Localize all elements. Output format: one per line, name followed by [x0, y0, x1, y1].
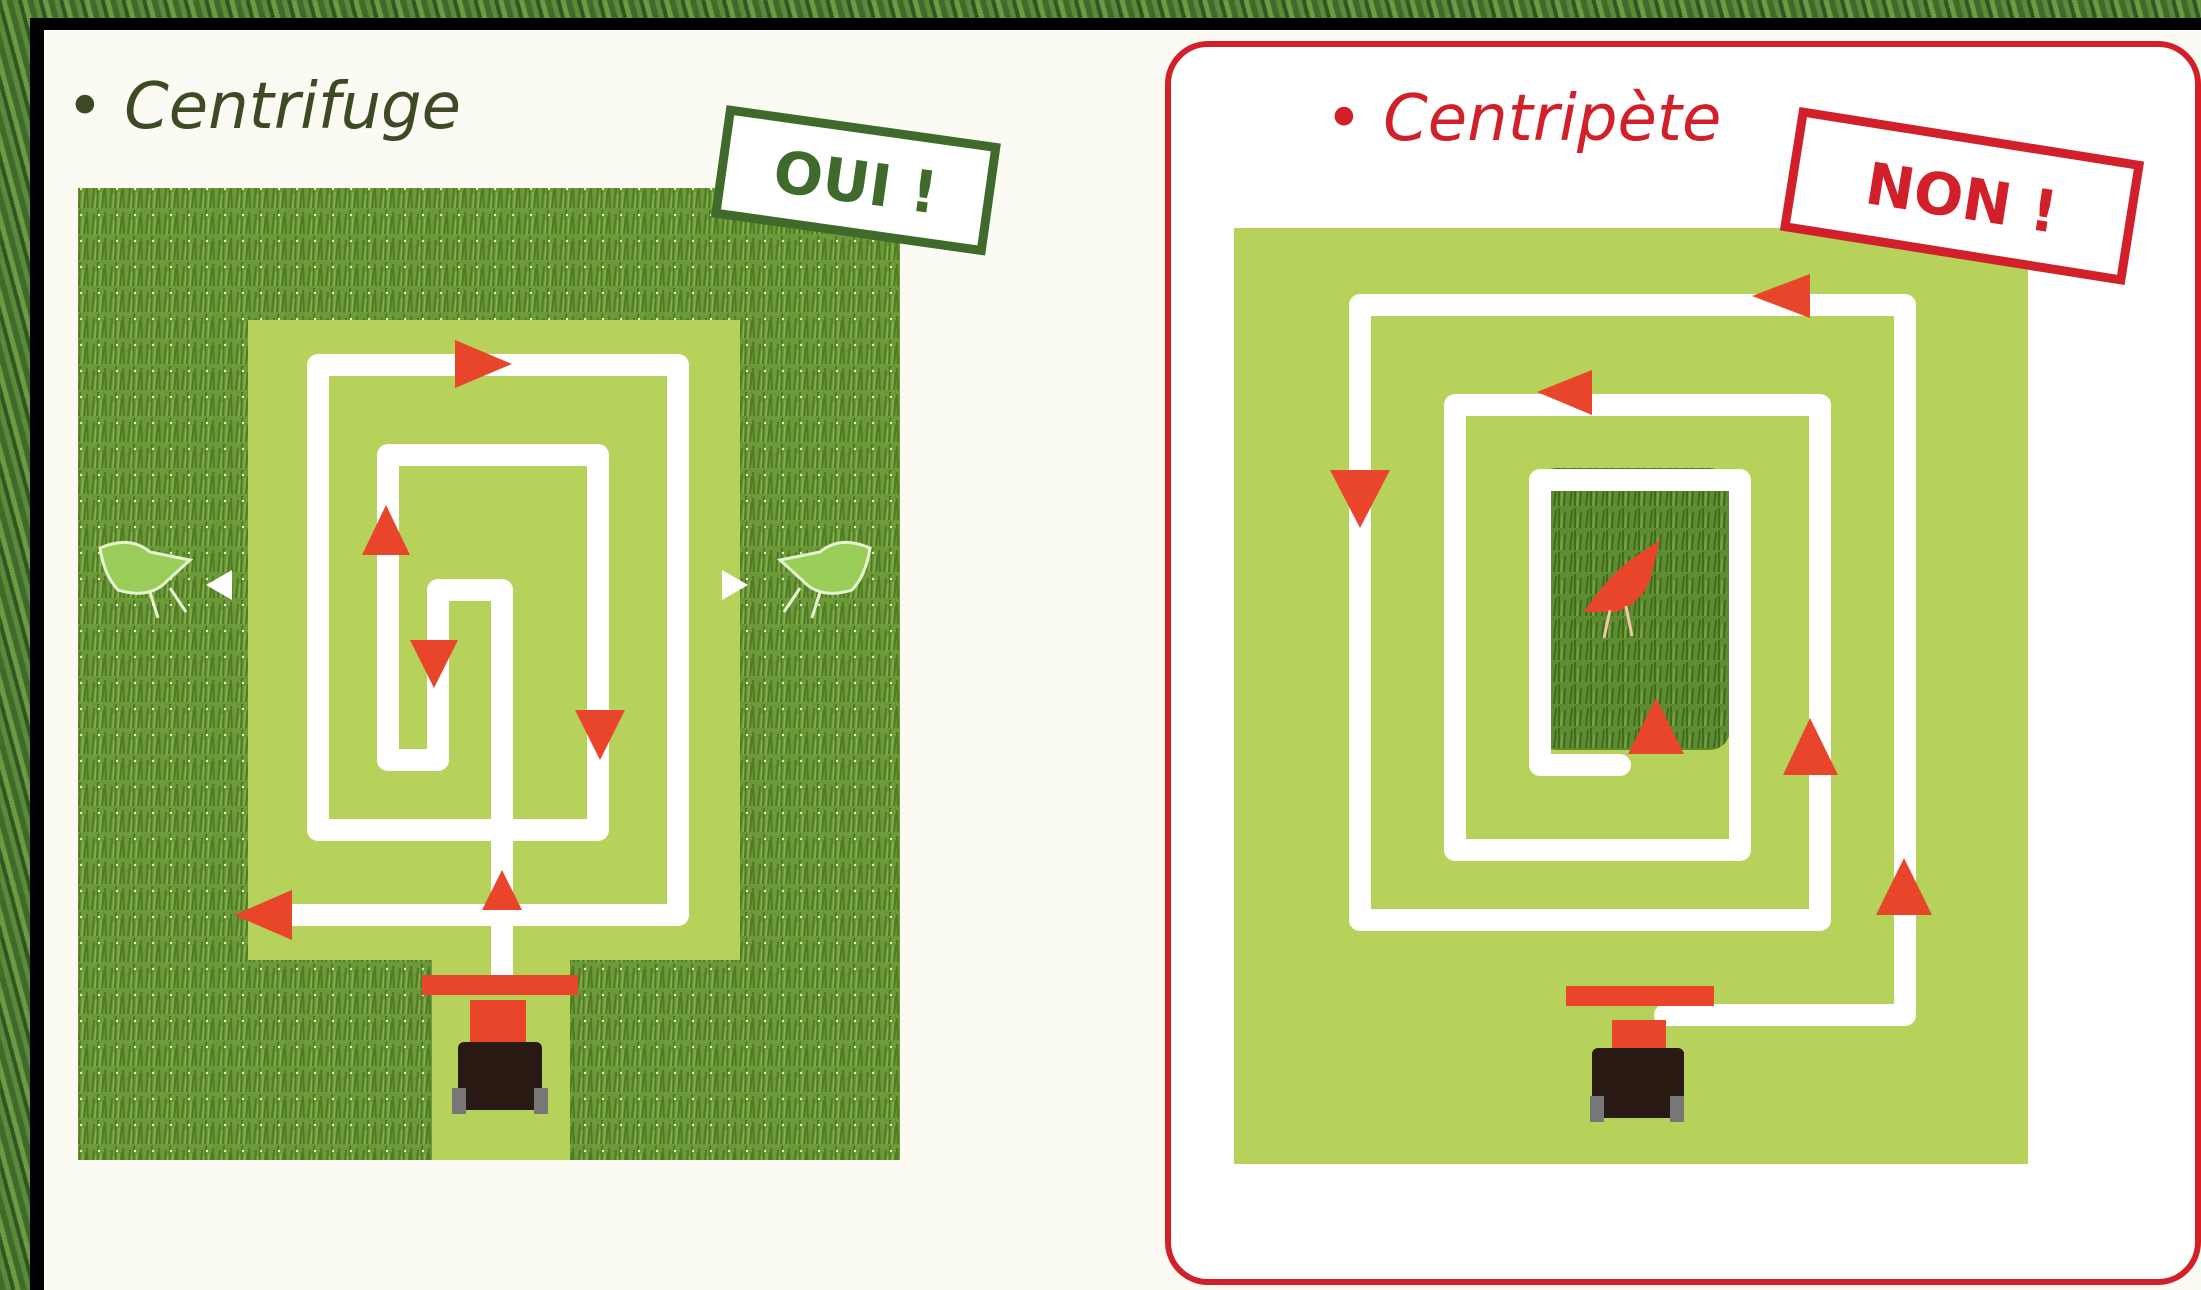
left-title: • Centrifuge	[66, 70, 461, 144]
right-panel: • Centripète	[1168, 44, 2198, 1282]
left-panel: • Centrifuge	[66, 70, 996, 1160]
remaining-grass-patch	[1536, 468, 1730, 750]
right-title: • Centripète	[1325, 82, 1721, 156]
